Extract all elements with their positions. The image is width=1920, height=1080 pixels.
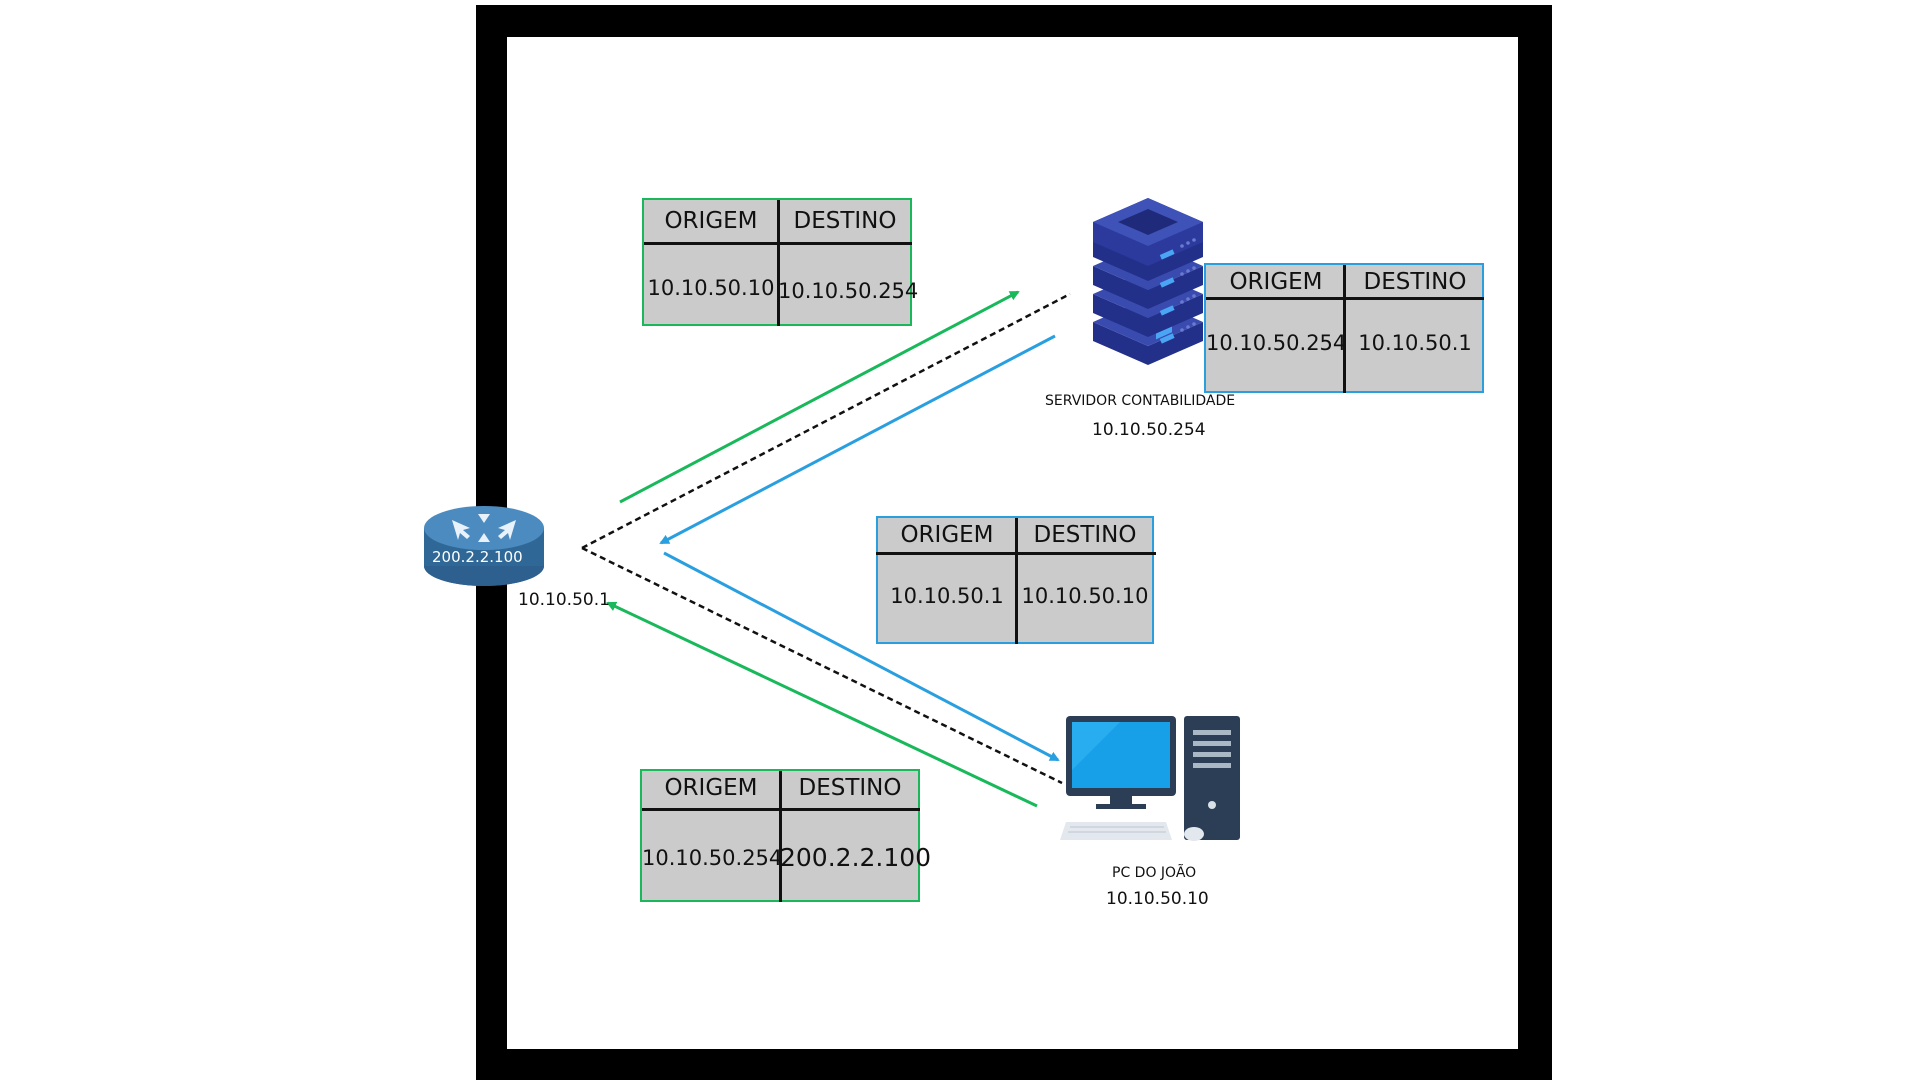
table-origin-value: 10.10.50.254 (642, 846, 783, 870)
server-name: SERVIDOR CONTABILIDADE (1045, 393, 1236, 409)
green-arrow-pc-to-router (606, 601, 1038, 808)
table-header-origin: ORIGEM (664, 775, 758, 801)
table-divider-v (1343, 265, 1346, 393)
table-header-origin: ORIGEM (1229, 269, 1323, 295)
table-header-destination: DESTINO (798, 775, 902, 801)
desktop-computer-icon (1060, 716, 1240, 841)
table-origin-value: 10.10.50.254 (1206, 331, 1347, 355)
dashed-link-router-server (581, 292, 1071, 550)
green-arrow-router-to-server (619, 290, 1020, 504)
blue-arrow-router-to-pc (663, 551, 1060, 762)
router-icon (424, 506, 544, 586)
table-header-destination: DESTINO (1363, 269, 1467, 295)
router-public-ip: 200.2.2.100 (432, 548, 523, 566)
table-divider-v (779, 771, 782, 902)
packet-table-2: ORIGEM DESTINO 10.10.50.254 10.10.50.1 (1204, 263, 1484, 393)
pc-ip: 10.10.50.10 (1106, 889, 1209, 909)
table-destination-value: 10.10.50.1 (1358, 331, 1472, 355)
table-destination-value: 10.10.50.254 (778, 279, 919, 303)
table-origin-value: 10.10.50.1 (890, 584, 1004, 608)
pc-name: PC DO JOÃO (1112, 865, 1197, 881)
table-divider-v (1015, 518, 1018, 644)
table-destination-value: 10.10.50.10 (1021, 584, 1149, 608)
packet-table-1: ORIGEM DESTINO 10.10.50.10 10.10.50.254 (642, 198, 919, 326)
router-lan-ip: 10.10.50.1 (518, 590, 610, 610)
table-header-origin: ORIGEM (664, 208, 758, 234)
table-header-origin: ORIGEM (900, 522, 994, 548)
packet-table-4: ORIGEM DESTINO 10.10.50.254 200.2.2.100 (640, 769, 932, 902)
table-header-destination: DESTINO (793, 208, 897, 234)
dashed-link-router-pc (581, 546, 1063, 785)
table-destination-value: 200.2.2.100 (780, 843, 932, 872)
server-ip: 10.10.50.254 (1092, 420, 1206, 440)
table-header-destination: DESTINO (1033, 522, 1137, 548)
packet-table-3: ORIGEM DESTINO 10.10.50.1 10.10.50.10 (876, 516, 1156, 644)
server-stack-icon (1093, 198, 1203, 365)
table-divider-v (777, 200, 780, 326)
blue-arrow-server-to-router (659, 334, 1056, 545)
table-origin-value: 10.10.50.10 (647, 276, 775, 300)
